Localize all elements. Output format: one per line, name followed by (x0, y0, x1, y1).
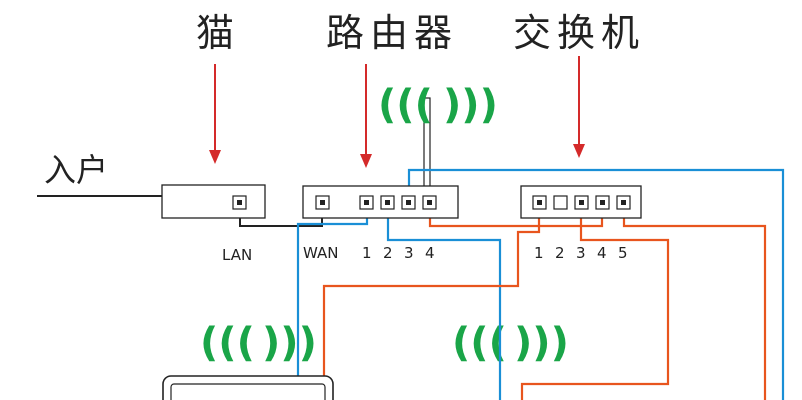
laptop-device (162, 375, 334, 400)
svg-text:))): ))) (443, 82, 498, 128)
router-wifi-icon: ((( ))) (378, 82, 498, 128)
modem-lan-label: LAN (222, 246, 252, 264)
switch-title: 交换机 (513, 11, 645, 55)
router-label-wan: WAN (303, 244, 339, 262)
router-device (302, 185, 459, 219)
cable-orange-switch5 (622, 208, 767, 400)
router-arrow (360, 64, 372, 168)
svg-text:(((: ((( (200, 320, 255, 366)
switch-arrow (573, 56, 585, 158)
router-label-4: 4 (425, 244, 435, 262)
cable-orange-switch3 (520, 208, 670, 400)
svg-text:))): ))) (514, 320, 569, 366)
svg-text:(((: ((( (378, 82, 433, 128)
cable-blue-router2 (386, 208, 502, 400)
switch-port-labels: 1 2 3 4 5 (534, 244, 628, 262)
router-title: 路由器 (326, 11, 458, 55)
modem-arrow (209, 64, 221, 164)
switch-label-4: 4 (597, 244, 607, 262)
laptop-wifi-icon: ((( ))) (200, 320, 317, 366)
cable-blue-router3 (407, 168, 785, 400)
switch-wifi-icon: ((( ))) (452, 320, 569, 366)
svg-text:))): ))) (262, 320, 317, 366)
switch-label-1: 1 (534, 244, 544, 262)
router-label-3: 3 (404, 244, 414, 262)
switch-label-2: 2 (555, 244, 565, 262)
modem-device (161, 184, 266, 219)
switch-label-3: 3 (576, 244, 586, 262)
modem-title: 猫 (196, 11, 240, 55)
switch-port-2 (553, 195, 568, 210)
switch-label-5: 5 (618, 244, 628, 262)
router-port-labels: WAN 1 2 3 4 (303, 244, 435, 262)
router-label-2: 2 (383, 244, 393, 262)
router-label-1: 1 (362, 244, 372, 262)
cable-orange-switch1 (322, 208, 541, 400)
svg-text:(((: ((( (452, 320, 507, 366)
switch-device (520, 185, 642, 219)
incoming-label: 入户 (44, 151, 108, 189)
